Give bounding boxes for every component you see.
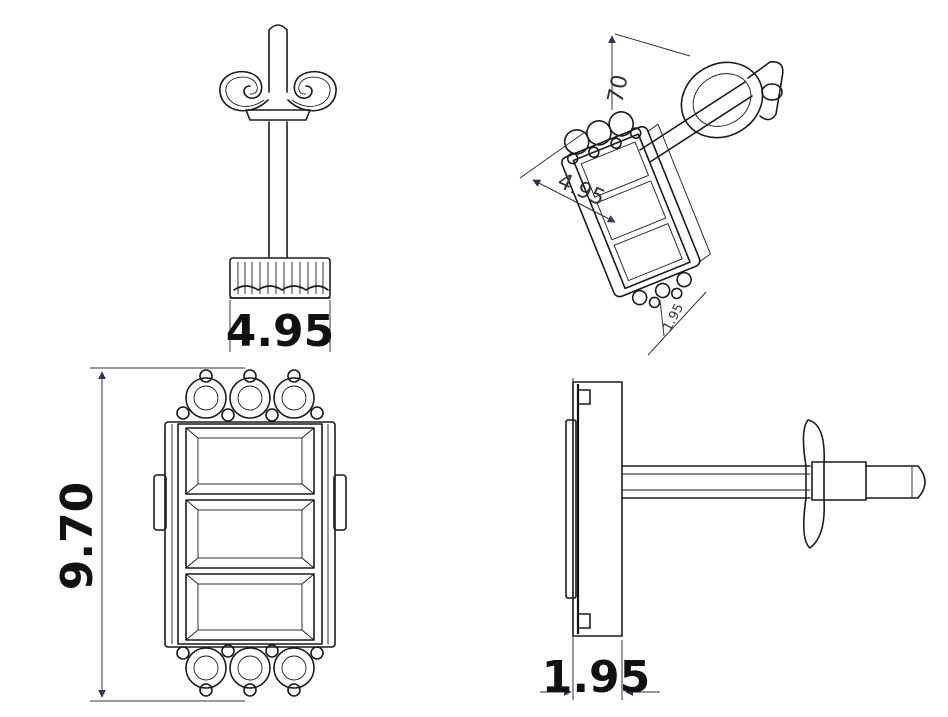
side-view-depth-label: 1.95: [542, 652, 651, 703]
iso-height-label: 70: [603, 73, 633, 106]
butterfly-scroll-right: [287, 70, 337, 112]
front-view-tab-left: [153, 474, 167, 531]
iso-body: [561, 111, 711, 309]
iso-depth-dim: [647, 291, 707, 356]
top-view-setting: [229, 257, 331, 299]
iso-height-ext: [614, 33, 691, 57]
butterfly-scroll-left: [219, 70, 269, 112]
iso-butterfly-back: [680, 61, 784, 139]
iso-width-dim: [532, 179, 616, 223]
front-view: 9.70: [52, 367, 347, 702]
side-view-face: [572, 381, 623, 637]
side-view-post-tip: [865, 465, 926, 499]
side-view: 1.95: [540, 378, 926, 703]
iso-depth-ext: [659, 299, 665, 337]
baguette-stone-1: [185, 427, 315, 495]
side-view-seat-bottom: [577, 613, 591, 629]
side-view-butterfly: [802, 419, 826, 549]
top-view: 4.95: [219, 24, 337, 357]
bottom-round-stones: [176, 644, 324, 697]
front-view-height-label: 9.70: [52, 482, 103, 591]
top-round-stones: [176, 369, 324, 422]
iso-width-ext-1: [519, 129, 589, 179]
side-view-post: [621, 465, 811, 499]
butterfly-base: [245, 109, 311, 121]
iso-view: 70 4.95 1.95: [519, 33, 784, 356]
side-view-back-plate: [565, 419, 577, 599]
side-view-clutch: [811, 461, 867, 501]
baguette-stone-2: [185, 499, 315, 569]
front-view-frame-outer: [164, 421, 336, 648]
top-view-post: [268, 24, 288, 93]
top-view-width-label: 4.95: [226, 306, 335, 357]
top-view-post-lower: [268, 121, 288, 259]
front-view-tab-right: [333, 474, 347, 531]
front-view-frame-inner: [177, 423, 323, 645]
side-view-seat-top: [577, 389, 591, 405]
baguette-stone-3: [185, 573, 315, 641]
iso-post: [639, 81, 753, 163]
